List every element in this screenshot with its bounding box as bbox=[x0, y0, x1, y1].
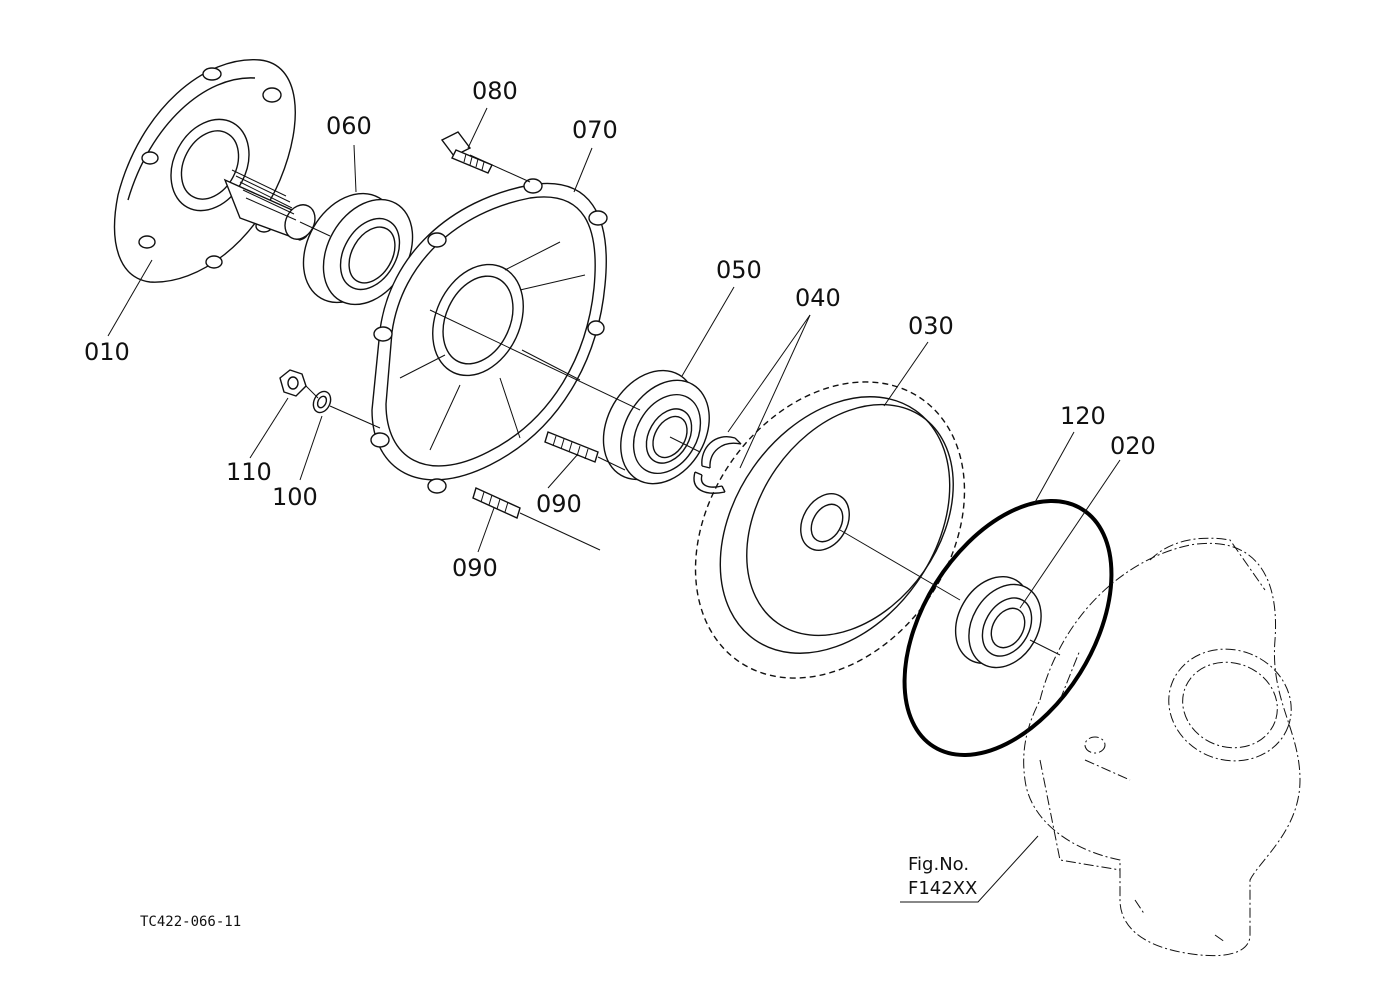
part-020-bearing bbox=[954, 575, 1042, 669]
part-060-oil-seal bbox=[302, 192, 414, 306]
callout-060: 060 bbox=[326, 112, 372, 140]
part-030-bevel-gear bbox=[694, 381, 966, 679]
callout-080: 080 bbox=[472, 77, 518, 105]
leader-lines bbox=[107, 107, 1121, 903]
part-120-o-ring bbox=[902, 499, 1114, 757]
part-080-bolt bbox=[440, 131, 493, 174]
callout-120: 120 bbox=[1060, 402, 1106, 430]
part-070-case-cover bbox=[370, 178, 608, 494]
gear-housing-reference bbox=[1023, 537, 1301, 957]
callout-020: 020 bbox=[1110, 432, 1156, 460]
part-010-flange-shaft bbox=[113, 59, 316, 283]
figure-reference: Fig.No. F142XX bbox=[908, 854, 977, 899]
part-100-washer bbox=[312, 390, 332, 414]
figure-ref-line2: F142XX bbox=[908, 878, 977, 899]
part-090-stud-lower bbox=[472, 487, 521, 519]
callout-010: 010 bbox=[84, 338, 130, 366]
callout-070: 070 bbox=[572, 116, 618, 144]
callout-090-lower: 090 bbox=[452, 554, 498, 582]
part-090-stud-upper bbox=[544, 431, 599, 463]
callout-030: 030 bbox=[908, 312, 954, 340]
callout-110: 110 bbox=[226, 458, 272, 486]
callout-100: 100 bbox=[272, 483, 318, 511]
drawing-code: TC422-066-11 bbox=[140, 914, 241, 930]
callout-040: 040 bbox=[795, 284, 841, 312]
part-110-nut bbox=[279, 369, 307, 397]
callout-050: 050 bbox=[716, 256, 762, 284]
part-040-circlip bbox=[693, 436, 742, 494]
callout-labels: 010 060 070 080 050 040 030 120 020 110 … bbox=[84, 77, 1156, 582]
part-050-bearing bbox=[602, 369, 710, 485]
assembly-center-lines bbox=[299, 154, 1061, 656]
figure-ref-line1: Fig.No. bbox=[908, 854, 969, 875]
callout-090-upper: 090 bbox=[536, 490, 582, 518]
